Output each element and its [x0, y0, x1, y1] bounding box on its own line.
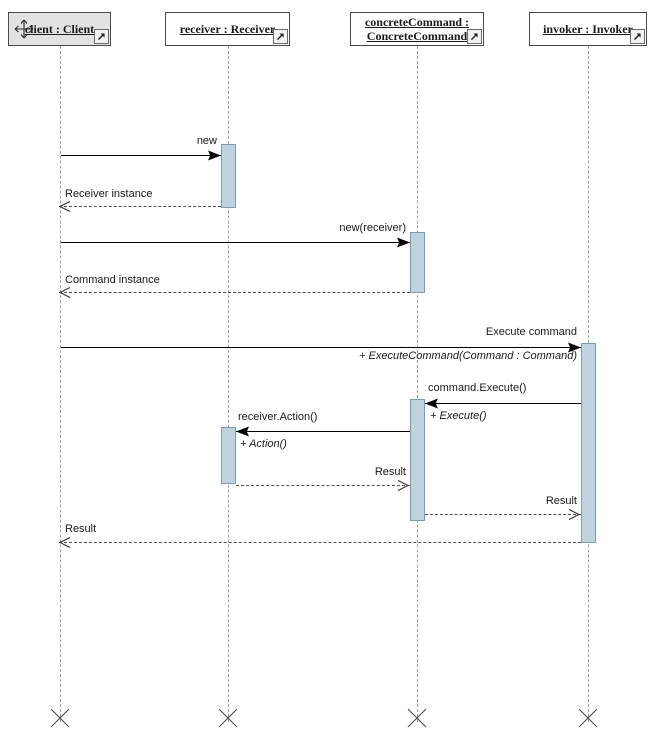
lifeline-header-receiver[interactable]: receiver : Receiver [165, 12, 290, 46]
message-line-new[interactable] [61, 155, 221, 156]
activation-bar-invoker[interactable] [581, 343, 596, 543]
message-label-receiver-action: receiver.Action() [238, 411, 318, 423]
arrowhead-new [208, 150, 221, 162]
message-line-new-receiver[interactable] [61, 242, 410, 243]
lifeline-destroy-x-icon[interactable] [405, 706, 429, 730]
lifeline-concreteCommand [417, 46, 418, 722]
activation-bar-concreteCommand[interactable] [410, 232, 425, 293]
activation-bar-concreteCommand[interactable] [410, 399, 425, 521]
message-line-receiver-instance[interactable] [59, 206, 221, 207]
arrowhead-command-execute [425, 398, 438, 410]
lifeline-header-concreteCommand[interactable]: concreteCommand : ConcreteCommand [350, 12, 484, 46]
operation-label-receiver-action: + Action() [240, 438, 287, 450]
lifeline-label-concreteCommand: concreteCommand : ConcreteCommand [364, 15, 470, 43]
lifeline-receiver [228, 46, 229, 722]
message-label-command-instance: Command instance [65, 274, 160, 286]
activation-bar-receiver[interactable] [221, 427, 236, 484]
lifeline-client [60, 46, 61, 722]
message-line-result-receiver[interactable] [236, 485, 410, 486]
activation-bar-receiver[interactable] [221, 144, 236, 208]
open-diagram-icon[interactable] [630, 29, 645, 44]
lifeline-destroy-x-icon[interactable] [576, 706, 600, 730]
message-label-new: new [196, 135, 217, 147]
lifeline-header-invoker[interactable]: invoker : Invoker [529, 12, 647, 46]
arrowhead-command-instance [59, 287, 71, 299]
message-label-execute-command: Execute command [485, 326, 577, 338]
arrowhead-receiver-instance [59, 201, 71, 213]
message-line-execute-command[interactable] [61, 347, 581, 348]
arrowhead-execute-command [568, 342, 581, 354]
message-line-result-command[interactable] [425, 514, 581, 515]
lifeline-destroy-x-icon[interactable] [48, 706, 72, 730]
message-line-command-instance[interactable] [59, 292, 410, 293]
message-line-result-client[interactable] [59, 542, 581, 543]
lifeline-label-receiver: receiver : Receiver [179, 22, 276, 36]
open-diagram-icon[interactable] [273, 29, 288, 44]
lifeline-label-client: client : Client [24, 22, 95, 36]
message-label-result-command: Result [545, 495, 577, 507]
open-diagram-icon[interactable] [94, 29, 109, 44]
arrowhead-new-receiver [397, 237, 410, 249]
message-label-result-receiver: Result [374, 466, 406, 478]
open-diagram-icon[interactable] [467, 29, 482, 44]
lifeline-label-invoker: invoker : Invoker [543, 22, 633, 36]
move-handle-icon[interactable] [13, 18, 35, 40]
arrowhead-result-command [568, 509, 580, 521]
operation-label-execute-command: + ExecuteCommand(Command : Command) [359, 350, 577, 362]
lifeline-destroy-x-icon[interactable] [216, 706, 240, 730]
arrowhead-result-client [59, 537, 71, 549]
arrowhead-result-receiver [397, 480, 409, 492]
message-line-receiver-action[interactable] [236, 431, 410, 432]
operation-label-command-execute: + Execute() [430, 410, 487, 422]
message-line-command-execute[interactable] [425, 403, 581, 404]
arrowhead-receiver-action [236, 426, 249, 438]
message-label-command-execute: command.Execute() [428, 382, 527, 394]
message-label-new-receiver: new(receiver) [339, 222, 406, 234]
message-label-receiver-instance: Receiver instance [65, 188, 153, 200]
message-label-result-client: Result [65, 523, 97, 535]
